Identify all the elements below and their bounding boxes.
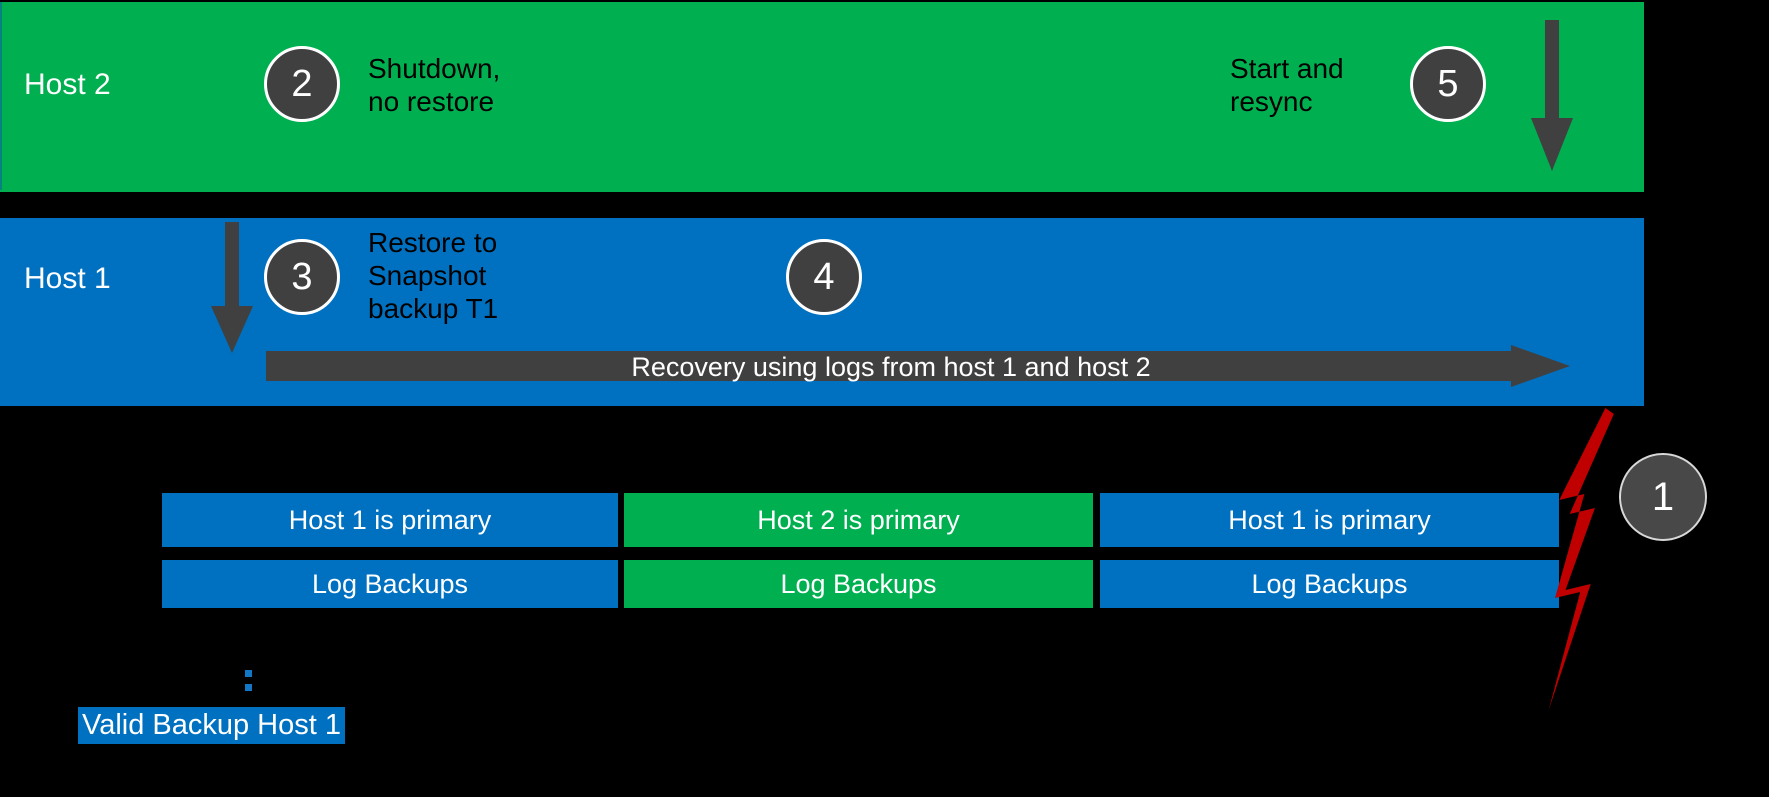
step-circle-4[interactable]: 4	[786, 239, 862, 315]
lane-host2-top-rule	[0, 0, 1499, 2]
connector-dot	[245, 670, 252, 677]
step-circle-5[interactable]: 5	[1410, 46, 1486, 122]
step-caption-5-line2: resync	[1230, 86, 1313, 118]
down-arrow-icon-host2	[1531, 20, 1573, 171]
timeline-logs-segment-3[interactable]: Log Backups	[1100, 560, 1559, 608]
timeline-primary-segment-1[interactable]: Host 1 is primary	[162, 493, 618, 547]
lane-host2-label: Host 2	[24, 68, 111, 101]
step-circle-2[interactable]: 2	[264, 46, 340, 122]
timeline-primary-segment-3[interactable]: Host 1 is primary	[1100, 493, 1559, 547]
step-caption-3-line1: Restore to	[368, 227, 498, 258]
step-caption-5-line1: Start and	[1230, 53, 1344, 84]
step-caption-2-line2: no restore	[368, 86, 495, 118]
step-caption-5: Start and resync	[1230, 52, 1344, 118]
right-arrow-icon-recovery	[266, 345, 1570, 387]
step-caption-2: Shutdown, no restore	[368, 52, 500, 118]
lane-host1-divider	[0, 2, 2, 190]
step-caption-2-line1: Shutdown,	[368, 53, 501, 84]
lane-host1-label: Host 1	[24, 262, 111, 295]
valid-backup-label: Valid Backup Host 1	[78, 707, 345, 744]
timeline-logs-segment-2[interactable]: Log Backups	[624, 560, 1093, 608]
valid-backup-connector-dots	[245, 670, 252, 696]
step-circle-3[interactable]: 3	[264, 239, 340, 315]
timeline-primary-segment-2[interactable]: Host 2 is primary	[624, 493, 1093, 547]
step-caption-3-line3: backup T1	[368, 293, 499, 325]
lane-host2	[0, 2, 1644, 192]
connector-dot	[245, 684, 252, 691]
recovery-arrow-label: Recovery using logs from host 1 and host…	[631, 351, 1151, 382]
step-caption-3-line2: Snapshot	[368, 260, 487, 292]
step-circle-1[interactable]: 1	[1619, 453, 1707, 541]
down-arrow-icon-host1	[211, 222, 253, 353]
lightning-bolt-icon	[1548, 408, 1614, 710]
timeline-logs-segment-1[interactable]: Log Backups	[162, 560, 618, 608]
step-caption-3: Restore to Snapshot backup T1	[368, 226, 498, 325]
